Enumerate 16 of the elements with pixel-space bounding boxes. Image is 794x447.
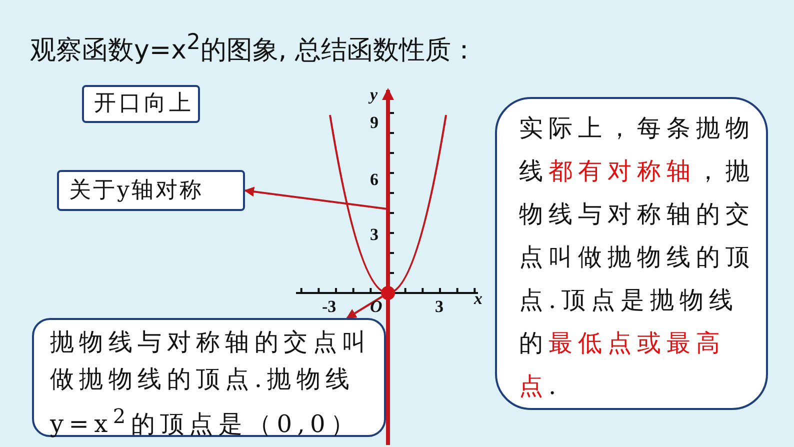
axis-label: 6 — [370, 171, 378, 188]
axis-label: 3 — [370, 226, 378, 243]
callout-box: 抛物线与对称轴的交点叫做抛物线的顶点.抛物线y=x$^{2}$的顶点是（0,0） — [32, 318, 386, 437]
label-box: 关于y轴对称 — [57, 170, 245, 211]
axis-label: O — [370, 298, 382, 315]
axis-label: 9 — [370, 114, 378, 131]
arrow — [244, 186, 388, 210]
title: 观察函数y=x$^{2}$的图象, 总结函数性质： — [30, 30, 477, 68]
note-box: 实际上，每条抛物线都有对称轴，抛物线与对称轴的交点叫做抛物线的顶点.顶点是抛物线的最低点或最高点. — [495, 97, 768, 410]
arrow — [346, 296, 383, 319]
axis-label: -3 — [322, 298, 336, 315]
label-box: 开口向上 — [82, 85, 200, 123]
vertex-dot — [381, 286, 395, 300]
axis-label: y — [370, 86, 378, 103]
axis-label: x — [474, 290, 482, 307]
axis-label: 3 — [435, 298, 444, 315]
